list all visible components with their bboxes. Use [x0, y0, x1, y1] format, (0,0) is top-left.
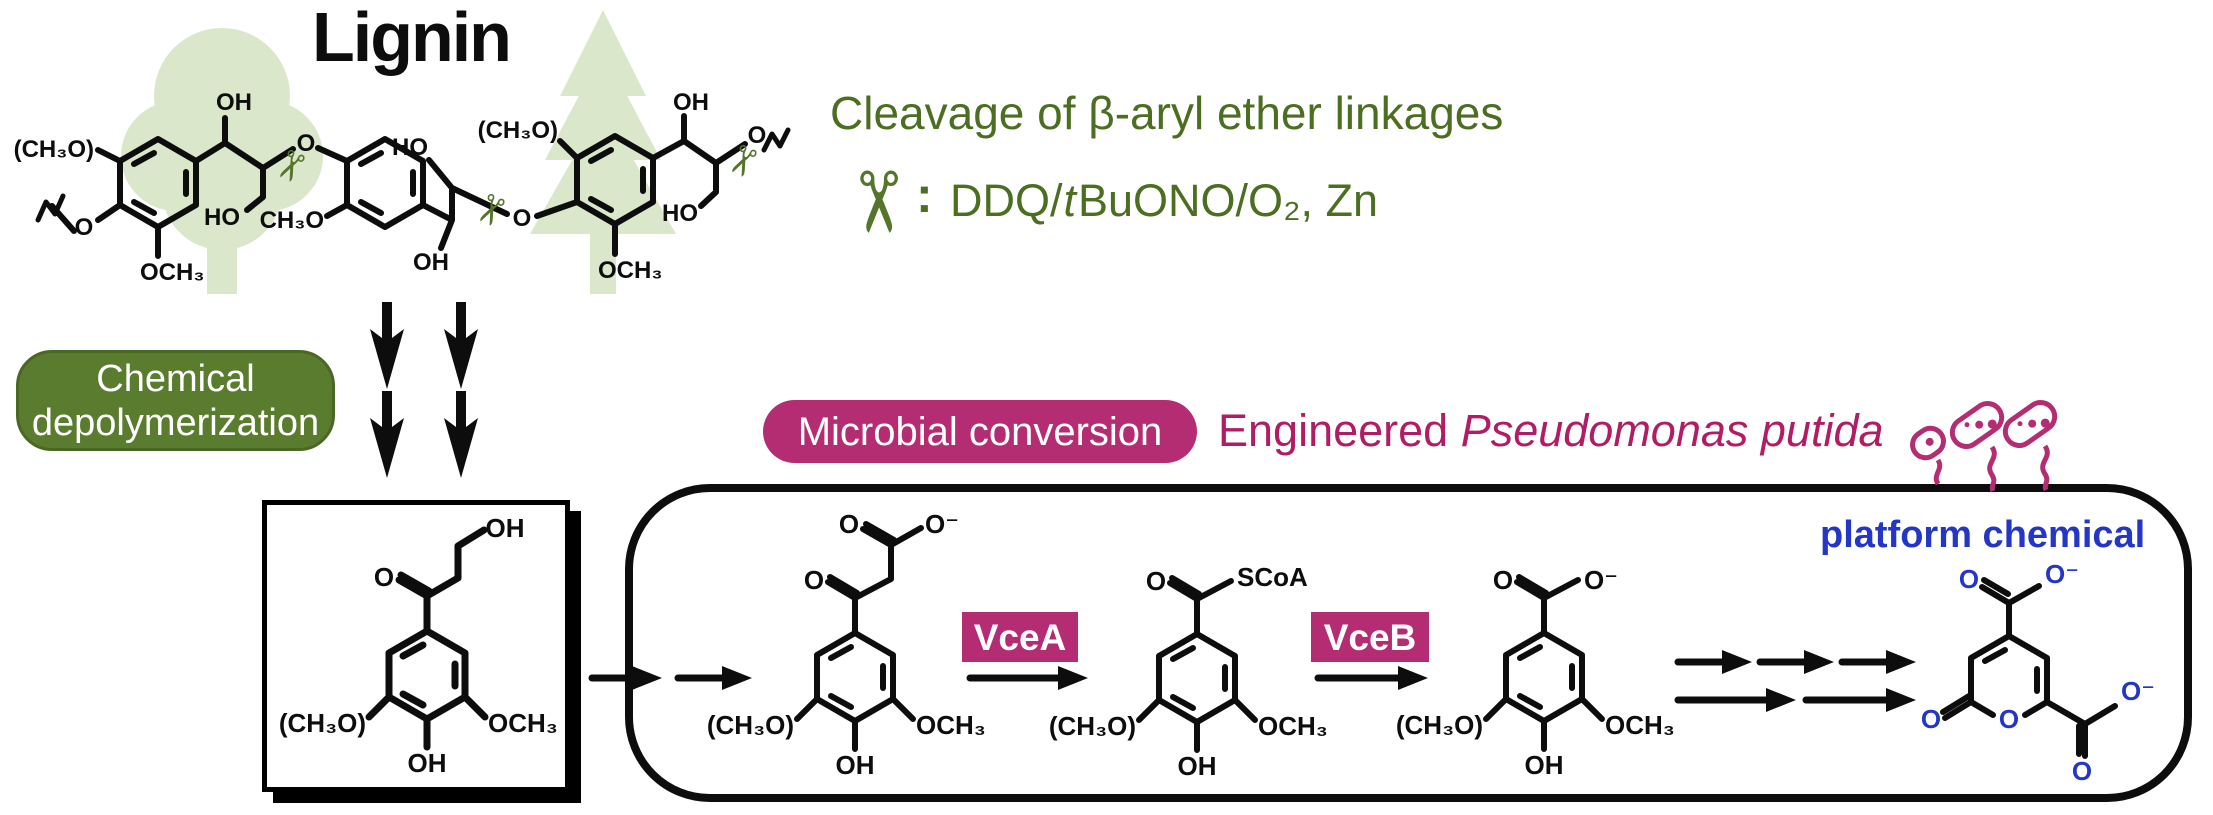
atom-label: OCH₃ — [916, 710, 986, 740]
thioester-molecule: O SCoA (CH₃O) OCH₃ OH — [1049, 562, 1328, 781]
atom-label: OH — [486, 513, 525, 543]
page-title: Lignin — [312, 0, 512, 76]
atom-label: OH — [408, 748, 447, 778]
lignin-label: O — [513, 205, 532, 232]
platform-chemical-label: platform chemical — [1820, 514, 2146, 556]
bacteria-icon — [1910, 400, 2058, 493]
lignin-label: O — [297, 130, 316, 157]
badge-line2: depolymerization — [31, 401, 320, 444]
reagents-part1: DDQ/ — [950, 175, 1063, 226]
lignin-label: O — [748, 122, 767, 149]
atom-label: O — [1921, 704, 1941, 734]
substrate-molecule: O OH (CH₃O) OCH₃ OH — [279, 513, 558, 778]
lignin-label: OCH₃ — [598, 257, 662, 284]
lignin-label: O — [75, 214, 94, 241]
atom-label: (CH₃O) — [279, 708, 366, 738]
lignin-label: OH — [413, 249, 449, 276]
engineered-prefix: Engineered — [1218, 405, 1461, 456]
atom-label: (CH₃O) — [707, 710, 794, 740]
atom-label: OH — [1178, 751, 1217, 781]
pdc-molecule: O O⁻ O O O⁻ O — [1921, 559, 2155, 786]
lignin-label: HO — [662, 200, 698, 227]
conifer-tree-icon — [530, 10, 676, 294]
ketoacid-molecule: O O O⁻ (CH₃O) OCH₃ OH — [707, 509, 986, 780]
reaction-arrowheads — [632, 650, 1916, 712]
lignin-label: OH — [216, 89, 252, 116]
lignin-unit-1: (CH₃O) O OCH₃ OH HO O ✂ — [14, 89, 318, 286]
vceb-enzyme-badge: VceB — [1311, 612, 1429, 662]
lignin-label: HO — [392, 134, 428, 161]
atom-label: O⁻ — [1584, 565, 1618, 595]
lignin-label: CH₃O — [260, 207, 324, 234]
lignin-label: OCH₃ — [140, 259, 204, 286]
atom-label: O — [374, 562, 394, 592]
depolymerization-arrows — [370, 302, 478, 478]
atom-label: O — [1146, 566, 1166, 596]
atom-label: OH — [1525, 750, 1564, 780]
reagents-part2: BuONO/O₂, Zn — [1078, 175, 1379, 226]
lignin-structure: (CH₃O) O OCH₃ OH HO O ✂ CH₃O OH HO O ✂ — [14, 10, 791, 294]
lignin-label: OH — [673, 89, 709, 116]
microbial-conversion-badge: Microbial conversion — [763, 400, 1197, 463]
reaction-arrows — [588, 658, 1896, 704]
reagents-tert: t — [1063, 175, 1077, 226]
vcea-enzyme-badge: VceA — [962, 612, 1078, 662]
atom-label: OCH₃ — [1605, 710, 1675, 740]
atom-label: O — [1493, 565, 1513, 595]
atom-label: (CH₃O) — [1396, 710, 1483, 740]
colon-separator: : — [916, 167, 933, 223]
engineered-strain-label: Engineered Pseudomonas putida — [1218, 408, 1884, 453]
atom-label: O — [2072, 756, 2092, 786]
badge-line1: Chemical — [96, 357, 255, 400]
atom-label: O⁻ — [2121, 676, 2155, 706]
syringate-molecule: O O⁻ (CH₃O) OCH₃ OH — [1396, 565, 1675, 780]
substrate-box: O OH (CH₃O) OCH₃ OH — [262, 500, 570, 792]
atom-label: OCH₃ — [488, 708, 558, 738]
reagents-text: DDQ/tBuONO/O₂, Zn — [950, 178, 1378, 223]
atom-label: O⁻ — [925, 509, 959, 539]
atom-label: OH — [836, 750, 875, 780]
atom-label: O⁻ — [2045, 559, 2079, 589]
cleavage-heading: Cleavage of β-aryl ether linkages — [830, 87, 1504, 139]
lignin-unit-2: CH₃O OH HO O ✂ — [260, 134, 532, 276]
atom-label: O — [1999, 704, 2019, 734]
lignin-label: (CH₃O) — [478, 117, 558, 144]
atom-label: O — [839, 509, 859, 539]
atom-label: SCoA — [1237, 562, 1308, 592]
lignin-label: HO — [204, 204, 240, 231]
species-name: Pseudomonas putida — [1460, 405, 1884, 456]
atom-label: (CH₃O) — [1049, 711, 1136, 741]
lignin-label: (CH₃O) — [14, 136, 94, 163]
atom-label: OCH₃ — [1258, 711, 1328, 741]
chemical-depolymerization-badge: Chemical depolymerization — [16, 350, 335, 451]
atom-label: O — [804, 565, 824, 595]
atom-label: O — [1959, 564, 1979, 594]
